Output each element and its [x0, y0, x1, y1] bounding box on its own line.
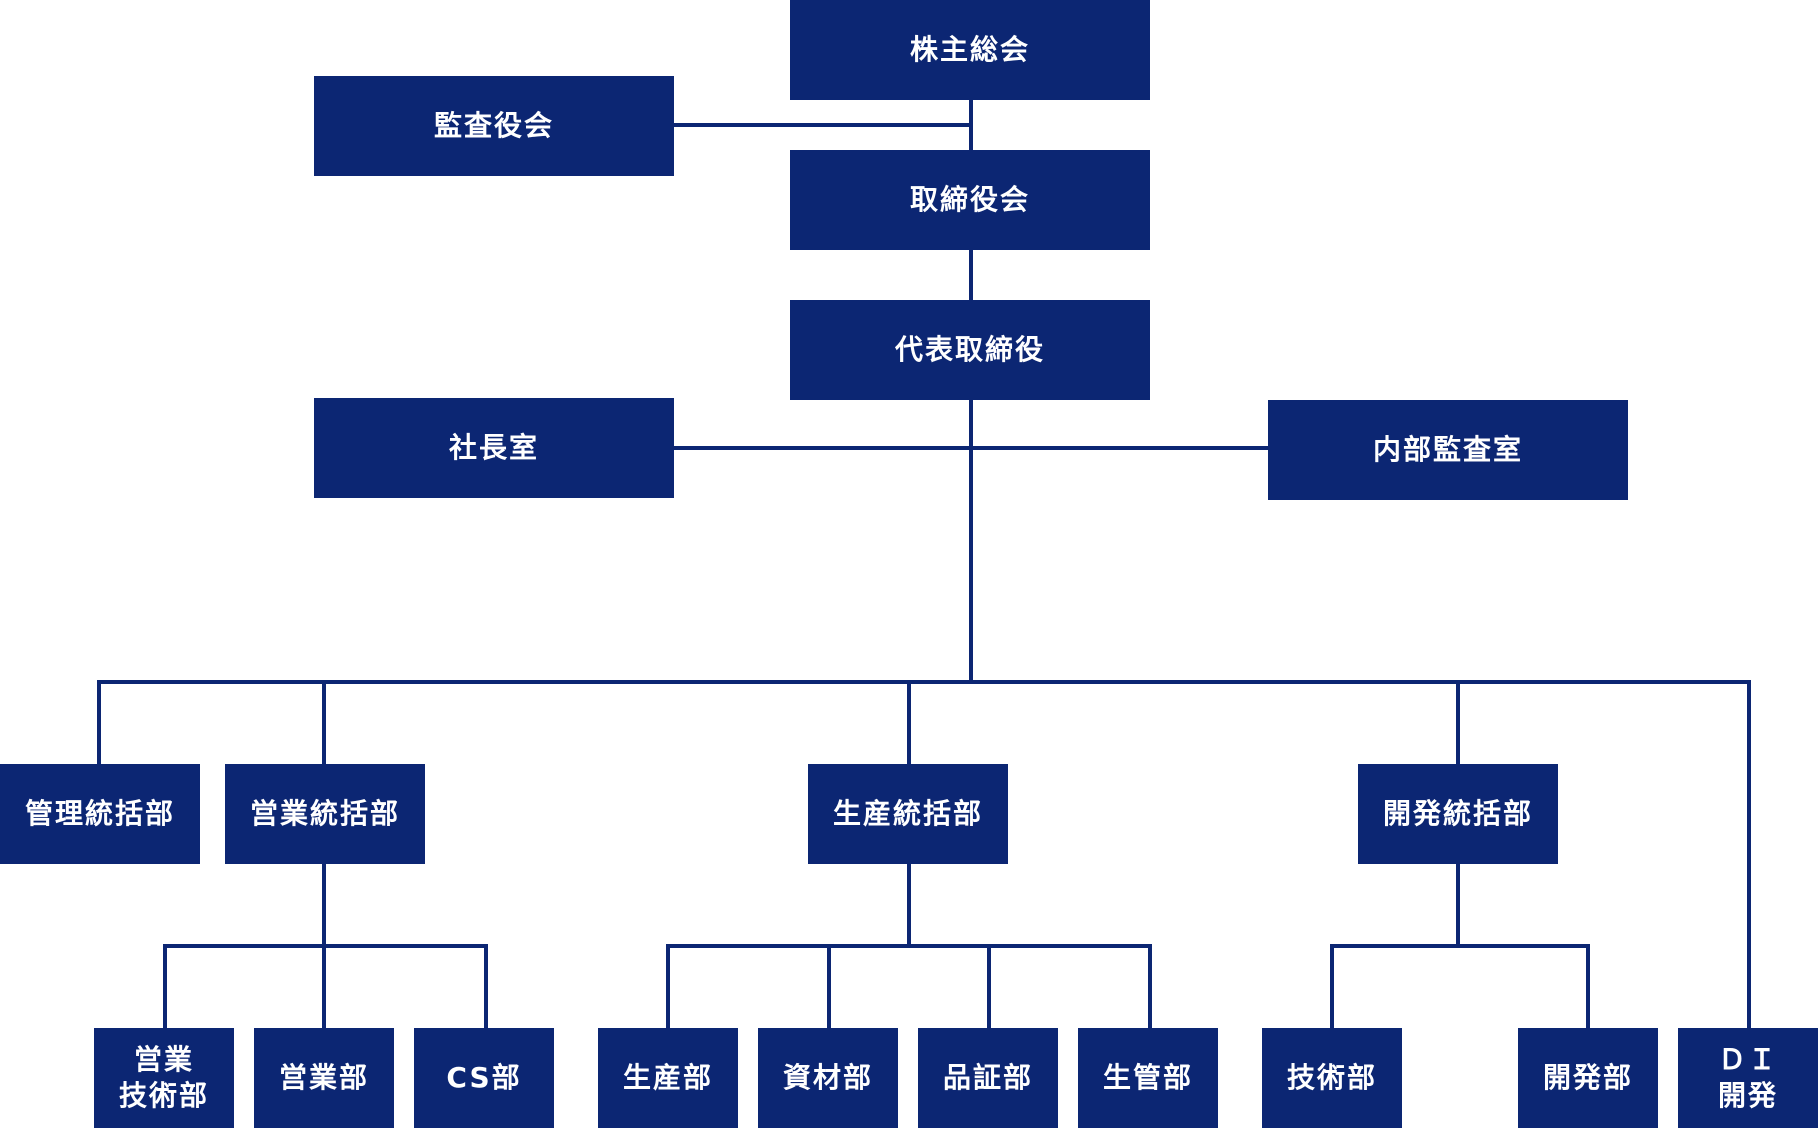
connector — [673, 123, 971, 127]
node-internal-audit-office: 内部監査室 — [1268, 400, 1628, 500]
node-label: 取締役会 — [909, 183, 1030, 216]
node-label: 生管部 — [1102, 1061, 1193, 1094]
node-label: 生産統括部 — [832, 797, 983, 830]
connector — [987, 944, 991, 1030]
connector — [1456, 862, 1460, 948]
connector — [1330, 944, 1590, 948]
connector — [907, 680, 911, 766]
connector — [827, 944, 831, 1030]
node-label: 社長室 — [448, 431, 539, 464]
node-representative-director: 代表取締役 — [790, 300, 1150, 400]
node-label: 生産部 — [622, 1061, 713, 1094]
connector — [673, 446, 1269, 450]
node-production-headquarters: 生産統括部 — [808, 764, 1008, 864]
node-board-of-auditors: 監査役会 — [314, 76, 674, 176]
node-production-dept: 生産部 — [598, 1028, 738, 1128]
node-development-headquarters: 開発統括部 — [1358, 764, 1558, 864]
node-label-line1: 営業 — [133, 1043, 194, 1076]
node-sales-dept: 営業部 — [254, 1028, 394, 1128]
connector — [1456, 680, 1460, 766]
node-label: 開発統括部 — [1382, 797, 1533, 830]
node-label-line2: 技術部 — [118, 1079, 209, 1112]
node-label: CS部 — [446, 1061, 522, 1094]
node-sales-headquarters: 営業統括部 — [225, 764, 425, 864]
node-cs-dept: CS部 — [414, 1028, 554, 1128]
node-label: 営業部 — [278, 1061, 369, 1094]
connector — [322, 862, 326, 948]
connector — [484, 944, 488, 1030]
node-admin-headquarters: 管理統括部 — [0, 764, 200, 864]
node-technology-dept: 技術部 — [1262, 1028, 1402, 1128]
connector — [1747, 680, 1751, 1030]
connector — [666, 944, 1152, 948]
connector — [969, 98, 973, 152]
node-di-development: ＤＩ 開発 — [1678, 1028, 1818, 1128]
node-board-of-directors: 取締役会 — [790, 150, 1150, 250]
connector — [322, 944, 326, 1030]
node-materials-dept: 資材部 — [758, 1028, 898, 1128]
node-production-control-dept: 生管部 — [1078, 1028, 1218, 1128]
node-label: 代表取締役 — [894, 333, 1045, 366]
node-label: 品証部 — [942, 1061, 1033, 1094]
node-label: 監査役会 — [433, 109, 554, 142]
connector — [666, 944, 670, 1030]
node-shareholders-meeting: 株主総会 — [790, 0, 1150, 100]
node-label: 資材部 — [782, 1061, 873, 1094]
node-label: 株主総会 — [909, 33, 1030, 66]
connector — [907, 862, 911, 948]
node-quality-assurance-dept: 品証部 — [918, 1028, 1058, 1128]
node-label: 開発部 — [1542, 1061, 1633, 1094]
node-president-office: 社長室 — [314, 398, 674, 498]
connector — [1586, 944, 1590, 1030]
node-sales-technology-dept: 営業 技術部 — [94, 1028, 234, 1128]
connector — [969, 398, 973, 682]
node-label-line1: ＤＩ — [1717, 1043, 1778, 1076]
connector — [97, 680, 101, 766]
node-label: 営業統括部 — [249, 797, 400, 830]
node-label: 内部監査室 — [1372, 433, 1523, 466]
connector — [1330, 944, 1334, 1030]
connector — [969, 248, 973, 302]
node-development-dept: 開発部 — [1518, 1028, 1658, 1128]
connector — [322, 680, 326, 766]
node-label: 管理統括部 — [24, 797, 175, 830]
connector — [163, 944, 167, 1030]
connector — [1148, 944, 1152, 1030]
node-label-line2: 開発 — [1717, 1079, 1778, 1112]
node-label: 技術部 — [1286, 1061, 1377, 1094]
connector — [97, 680, 1751, 684]
